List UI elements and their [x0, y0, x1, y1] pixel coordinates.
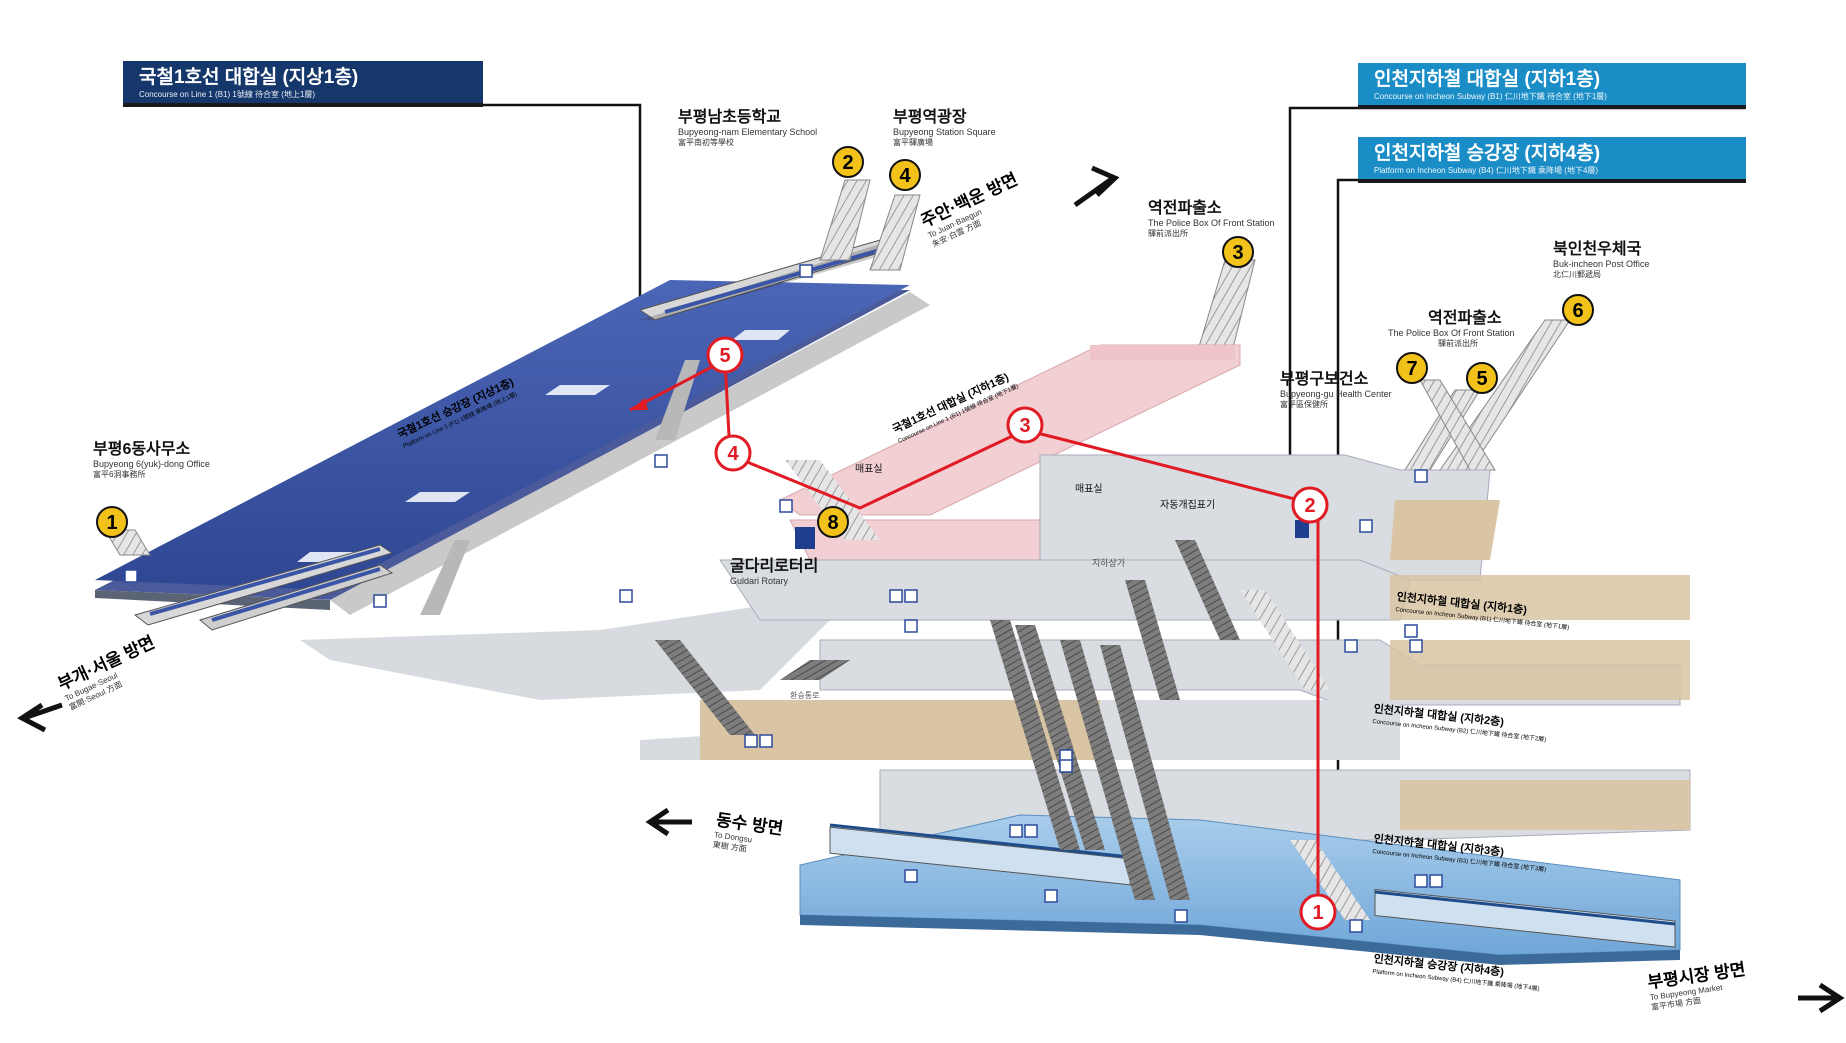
- transfer-passage-label: 환승통로: [790, 691, 820, 700]
- escalator: [1175, 540, 1240, 640]
- health-center-en: Bupyeong-gu Health Center: [1280, 389, 1392, 399]
- incheon-b2-tan: [1390, 640, 1690, 700]
- escalator: [990, 620, 1080, 850]
- police-box-5-ko: 역전파출소: [1428, 310, 1502, 327]
- arrow-dongsu-icon: [645, 807, 692, 837]
- elementary-school-ko: 부평남초등학교: [678, 109, 782, 126]
- health-center-label: 부평구보건소 Bupyeong-gu Health Center 富平區保健所: [1280, 370, 1392, 410]
- elementary-school-en: Bupyeong-nam Elementary School: [678, 127, 818, 137]
- arrow-bugae-icon: [17, 702, 63, 733]
- incheon-concourse-subtitle: Concourse on Incheon Subway (B1) 仁川地下鐵 待…: [1374, 92, 1607, 101]
- incheon-platform-header: 인천지하철 승강장 (지하4층) Platform on Incheon Sub…: [1358, 137, 1746, 183]
- incheon-b1-lower-floor: [719, 559, 1411, 621]
- station-square-label: 부평역광장 Bupyeong Station Square 富平驛廣場: [893, 108, 996, 148]
- incheon-b4-edge: [800, 915, 1680, 965]
- line1-concourse-title: 국철1호선 대합실 (지상1층): [139, 67, 359, 88]
- exit4-stairs: [869, 194, 921, 271]
- post-office-ko: 북인천우체국: [1553, 241, 1642, 258]
- stairs: [1290, 840, 1370, 920]
- platform-opening: [545, 385, 610, 395]
- facility-icons: [124, 264, 1443, 933]
- incheon-platform-title: 인천지하철 승강장 (지하4층): [1374, 143, 1601, 164]
- police-box-5-cn: 驛前派出所: [1438, 339, 1478, 348]
- pillar: [420, 540, 470, 615]
- incheon-concourse-title: 인천지하철 대합실 (지하1층): [1374, 69, 1601, 90]
- incheon-b3-tan: [1400, 780, 1690, 830]
- post-office-cn: 北仁川郵遞局: [1553, 270, 1601, 279]
- dong-office-en: Bupyeong 6(yuk)-dong Office: [93, 459, 210, 469]
- police-box-5-en: The Police Box Of Front Station: [1388, 328, 1515, 338]
- incheon-platform-subtitle: Platform on Incheon Subway (B4) 仁川地下鐵 乘降…: [1374, 166, 1599, 175]
- underground-mall-label: 지하상가: [1092, 558, 1126, 568]
- elementary-school-label: 부평남초등학교 Bupyeong-nam Elementary School 富…: [678, 108, 817, 148]
- escalator: [1100, 645, 1190, 900]
- platform-opening: [405, 492, 470, 502]
- escalator: [1015, 625, 1105, 850]
- line1-concourse-band: [330, 292, 930, 615]
- arrow-juan-icon: [1073, 165, 1120, 208]
- incheon-train-right: [1374, 888, 1676, 948]
- post-office-en: Buk-incheon Post Office: [1553, 259, 1650, 269]
- escalator: [1060, 640, 1155, 900]
- dong-office-cn: 富平6洞事務所: [93, 470, 146, 479]
- ticket-office-1: 매표실: [855, 464, 883, 475]
- stairs: [785, 460, 880, 540]
- escalator: [655, 640, 755, 735]
- incheon-b2-left: [1100, 700, 1400, 760]
- escalator: [1125, 580, 1180, 700]
- line1-header-leader: [125, 103, 642, 350]
- post-office-label: 북인천우체국 Buk-incheon Post Office 北仁川郵遞局: [1553, 240, 1649, 280]
- dong-office-label: 부평6동사무소 Bupyeong 6(yuk)-dong Office 富平6洞…: [93, 440, 210, 480]
- line1-b1-concourse-top: [1090, 345, 1235, 360]
- ground-walkway: [300, 600, 830, 700]
- line1-train-lower-a: [133, 544, 394, 626]
- info-icon: [1295, 520, 1309, 538]
- elementary-school-cn: 富平南初等學校: [678, 138, 734, 147]
- stairs: [1240, 590, 1330, 690]
- incheon-b1-tan-right: [1390, 575, 1690, 620]
- line1-platform: [95, 280, 910, 590]
- escalator: [780, 660, 850, 680]
- platform-opening: [732, 330, 790, 340]
- line1-train-lower-b: [198, 564, 394, 631]
- fare-gates-label: 자동개집표기: [1160, 500, 1216, 511]
- health-center-ko: 부평구보건소: [1280, 371, 1369, 388]
- station-square-cn: 富平驛廣場: [893, 138, 933, 147]
- guldari-rotary-label: 굴다리로터리 Guldari Rotary: [730, 557, 818, 587]
- incheon-concourse-header: 인천지하철 대합실 (지하1층) Concourse on Incheon Su…: [1358, 63, 1746, 109]
- dongsu-direction: 동수 방면 To Dongsu 東樹 方面: [712, 805, 785, 859]
- police-box-3-label: 역전파출소 The Police Box Of Front Station 驛前…: [1148, 199, 1275, 239]
- toilet-icon: [795, 527, 815, 549]
- incheon-b1-tan: [1390, 500, 1500, 560]
- police-box-3-cn: 驛前派出所: [1148, 229, 1188, 238]
- incheon-b2-left-tan: [700, 700, 1100, 760]
- station-square-en: Bupyeong Station Square: [893, 127, 996, 137]
- line1-concourse-header: 국철1호선 대합실 (지상1층) Concourse on Line 1 (B1…: [123, 61, 483, 107]
- ticket-office-2: 매표실: [1075, 484, 1103, 495]
- guldari-rotary-en: Guldari Rotary: [730, 576, 789, 586]
- police-box-3-en: The Police Box Of Front Station: [1148, 218, 1275, 228]
- arrow-market-icon: [1798, 982, 1845, 1014]
- guldari-rotary-ko: 굴다리로터리: [730, 558, 819, 575]
- exit2-stairs: [819, 179, 871, 261]
- police-box-3-ko: 역전파출소: [1148, 200, 1222, 217]
- health-center-cn: 富平區保健所: [1280, 400, 1328, 409]
- exit1-stairs: [104, 529, 151, 556]
- police-box-5-label: 역전파출소 The Police Box Of Front Station 驛前…: [1388, 309, 1515, 349]
- dong-office-ko: 부평6동사무소: [93, 441, 191, 458]
- station-square-ko: 부평역광장: [893, 109, 967, 126]
- line1-concourse-subtitle: Concourse on Line 1 (B1) 1號線 待合室 (地上1層): [139, 90, 316, 99]
